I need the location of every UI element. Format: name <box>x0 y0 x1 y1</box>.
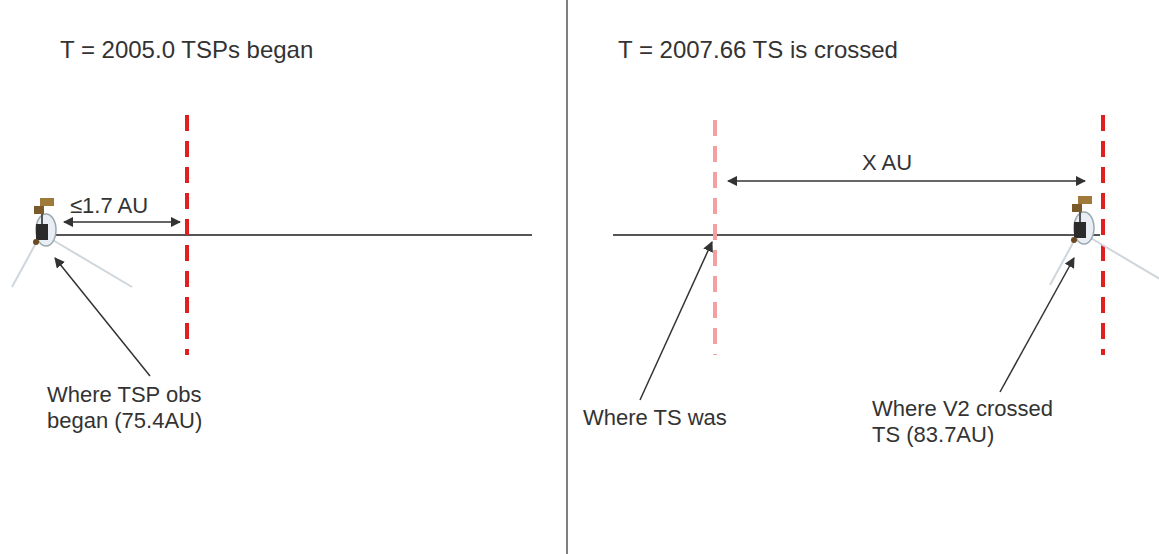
annotation: Where TSP obs began (75.4AU) <box>47 382 222 435</box>
leader-arrow <box>1000 258 1074 392</box>
panel-title: T = 2007.66 TS is crossed <box>618 36 898 65</box>
panel-divider <box>566 0 568 554</box>
distance-label: ≤1.7 AU <box>70 193 148 219</box>
annotation: Where V2 crossed TS (83.7AU) <box>872 396 1067 449</box>
panel-title: T = 2005.0 TSPs began <box>60 36 313 65</box>
annotation: Where TS was <box>583 405 727 431</box>
distance-arrow <box>728 180 1085 182</box>
distance-arrow <box>64 221 180 223</box>
termination-shock <box>1101 115 1105 355</box>
old-termination-shock <box>713 120 717 355</box>
axis-line <box>613 234 1100 236</box>
leader-arrow <box>640 242 712 400</box>
axis-line <box>40 234 532 236</box>
distance-label: X AU <box>862 150 912 176</box>
termination-shock <box>185 115 189 355</box>
leader-arrow <box>55 258 150 376</box>
